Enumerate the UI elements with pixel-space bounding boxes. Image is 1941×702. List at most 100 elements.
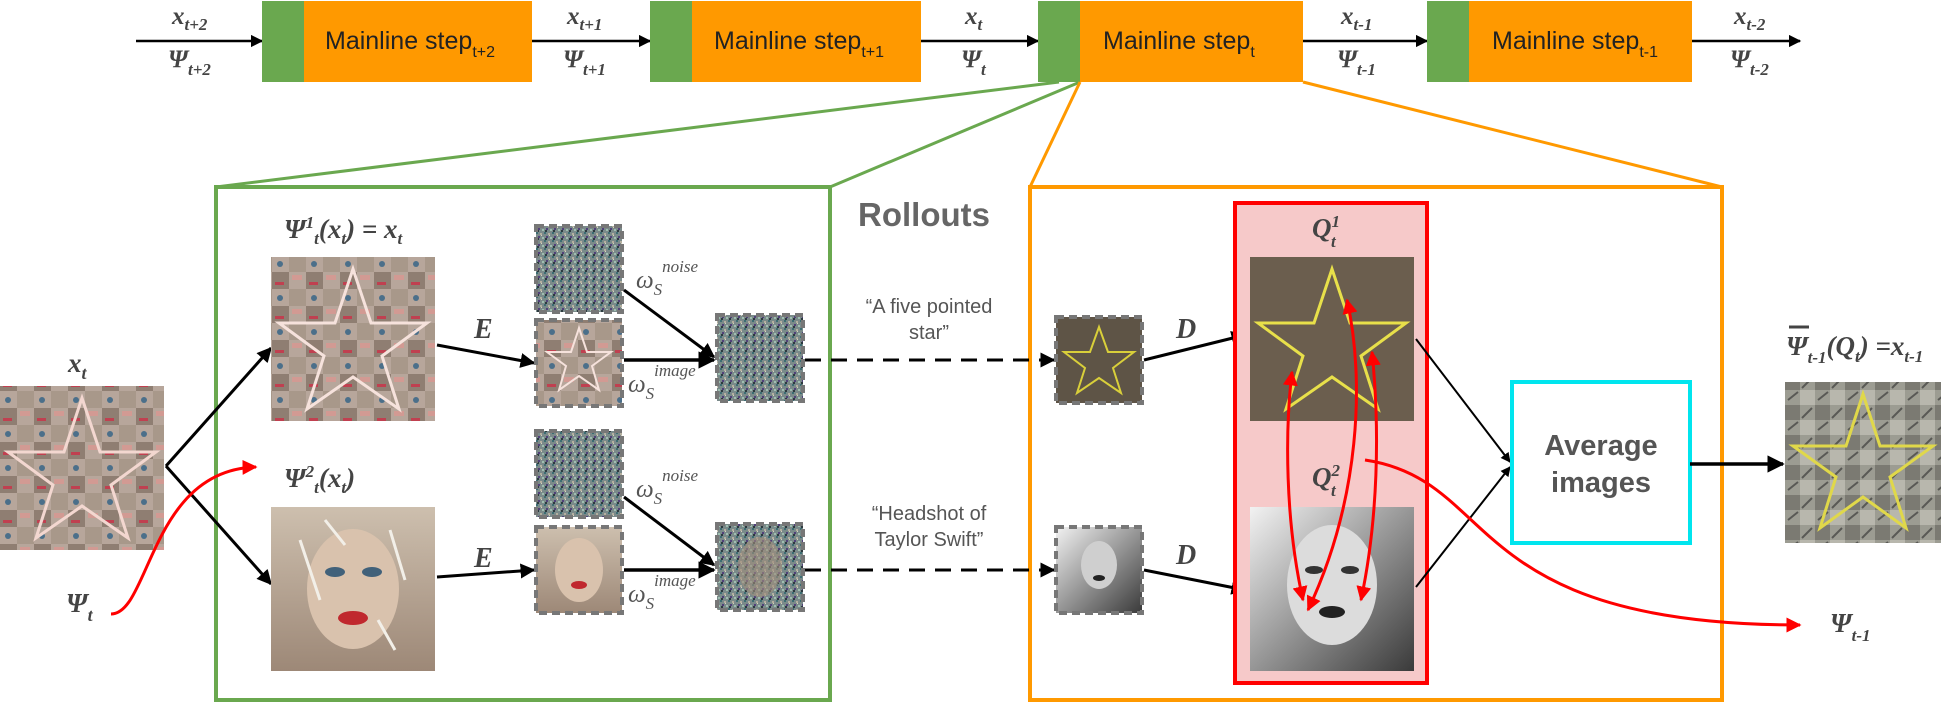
psi1-image	[271, 257, 435, 421]
x-var: x	[566, 3, 580, 30]
svg-text:Ψt: Ψt	[961, 46, 987, 79]
mixed-latent-top	[715, 313, 805, 403]
svg-text:Mainline stept: Mainline stept	[1103, 27, 1255, 61]
svg-text:Ψt-1(Qt) =xt-1: Ψt-1(Qt) =xt-1	[1786, 331, 1923, 367]
prompt-swift-line2: Taylor Swift”	[875, 529, 984, 551]
arrow-label-1: xt+1 Ψt+1	[563, 3, 606, 79]
mainline-step-label: Mainline step	[714, 27, 861, 55]
psi2-label: Ψ2t(xt)	[284, 462, 355, 497]
psi-var: Ψ	[961, 46, 983, 73]
mainline-step-sub: t+1	[861, 44, 884, 61]
mainline-step-label: Mainline step	[325, 27, 472, 55]
encoder-label-bottom: E	[473, 543, 493, 574]
input-psi-t: Ψt	[66, 588, 94, 625]
mixed-latent-bottom	[715, 522, 805, 612]
prompt-star-line2: star”	[909, 322, 949, 344]
mainline-step-sub: t	[1250, 44, 1255, 61]
input-x-t: xt	[0, 348, 164, 550]
zoom-line-orange-left	[1028, 81, 1082, 188]
omega-noise-bottom: ωSnoise	[636, 466, 698, 508]
arrow-label-4: xt-2 Ψt-2	[1730, 3, 1769, 79]
split-arrow-bottom	[164, 465, 273, 586]
svg-text:xt+1: xt+1	[566, 3, 602, 34]
decoder-label-top: D	[1175, 314, 1196, 345]
rollouts-title: Rollouts	[858, 196, 990, 233]
svg-text:xt: xt	[67, 348, 88, 383]
input-image	[0, 386, 164, 550]
output-image	[1785, 382, 1941, 543]
noise-arrow-bottom	[623, 495, 716, 567]
encode-arrow-top	[436, 343, 536, 368]
x-var: x	[1733, 3, 1747, 30]
psi-output-label: Ψt-1	[1830, 608, 1871, 645]
svg-text:xt-1: xt-1	[1340, 3, 1372, 34]
q-gradient-arrow-1	[1306, 298, 1358, 612]
q-gradient-arrow-2	[1282, 370, 1308, 602]
decode-arrow-bottom	[1143, 568, 1247, 595]
omega-noise-top: ωSnoise	[636, 257, 698, 299]
average-images-line1: Average	[1544, 430, 1657, 462]
svg-text:Mainline stept-1: Mainline stept-1	[1492, 27, 1658, 61]
svg-text:Ψt-1: Ψt-1	[1830, 608, 1871, 645]
psi-var: Ψ	[1337, 46, 1359, 73]
mainline-step-block: Mainline stept-1	[1427, 1, 1692, 82]
prompt-star-line1: “A five pointed	[866, 296, 993, 318]
svg-text:Mainline stept+2: Mainline stept+2	[325, 27, 495, 61]
q1-image	[1250, 257, 1414, 421]
encoder-panel	[214, 185, 832, 702]
image-latent-bottom	[534, 525, 624, 615]
svg-text:Ψ2t(xt): Ψ2t(xt)	[284, 462, 355, 497]
prompt-swift-line1: “Headshot of	[872, 503, 987, 525]
noise-latent-top	[534, 224, 624, 314]
average-images-line2: images	[1551, 467, 1651, 499]
mainline-step-block: Mainline stept+1	[650, 1, 921, 82]
psi-var: Ψ	[563, 46, 585, 73]
mainline-step-sub: t+2	[472, 44, 495, 61]
noise-latent-bottom	[534, 429, 624, 519]
mainline-step-block: Mainline stept+2	[262, 1, 532, 82]
mainline-step-label: Mainline step	[1492, 27, 1639, 55]
split-arrow-top	[164, 346, 273, 467]
q-gradient-arrow-3	[1356, 350, 1381, 602]
svg-text:xt: xt	[964, 3, 984, 34]
x-var: x	[1340, 3, 1354, 30]
svg-text:Ψt-1: Ψt-1	[1337, 46, 1376, 79]
psi2-image	[271, 507, 435, 671]
to-average-arrow-top	[1415, 338, 1511, 463]
average-images-box	[1510, 380, 1692, 545]
mainline-step-label: Mainline step	[1103, 27, 1250, 55]
omega-image-top: ωSimage	[628, 361, 696, 403]
omega-image-bottom: ωSimage	[628, 571, 696, 613]
mainline-row: Mainline stept+2 Mainline stept+1 Mainli…	[136, 1, 1802, 82]
svg-text:Ψt: Ψt	[66, 588, 94, 625]
psi-input-arrow	[110, 459, 258, 616]
noise-arrow-top	[623, 288, 716, 359]
arrow-label-2: xt Ψt	[961, 3, 987, 79]
psi-output-arrow	[1364, 458, 1802, 633]
svg-text:Mainline stept+1: Mainline stept+1	[714, 27, 884, 61]
x-var: x	[171, 3, 185, 30]
psi1-label: Ψ1t(xt) = xt	[284, 213, 403, 248]
svg-text:Ψt+2: Ψt+2	[168, 46, 211, 79]
x-var: x	[964, 3, 978, 30]
svg-text:xt+2: xt+2	[171, 3, 208, 34]
mainline-step-sub: t-1	[1639, 44, 1658, 61]
encode-arrow-bottom	[436, 563, 536, 579]
decoder-label-bottom: D	[1175, 540, 1196, 571]
zoom-line-green-right	[829, 80, 1081, 189]
image-latent-top	[534, 318, 624, 408]
star-outline	[3, 393, 161, 542]
mainline-step-current-block: Mainline stept	[1038, 1, 1303, 82]
svg-text:Ψt+1: Ψt+1	[563, 46, 606, 79]
svg-text:xt-2: xt-2	[1733, 3, 1766, 34]
zoom-line-orange-right	[1302, 80, 1723, 189]
psi-var: Ψ	[1730, 46, 1752, 73]
decoded-latent-star	[1054, 315, 1144, 405]
zoom-line-green-left	[215, 80, 1060, 189]
to-average-arrow-bottom	[1415, 466, 1511, 588]
output-label: Ψt-1(Qt) =xt-1	[1786, 325, 1923, 367]
svg-text:Ψ1t(xt) = xt: Ψ1t(xt) = xt	[284, 213, 403, 248]
q2-image	[1250, 507, 1414, 671]
